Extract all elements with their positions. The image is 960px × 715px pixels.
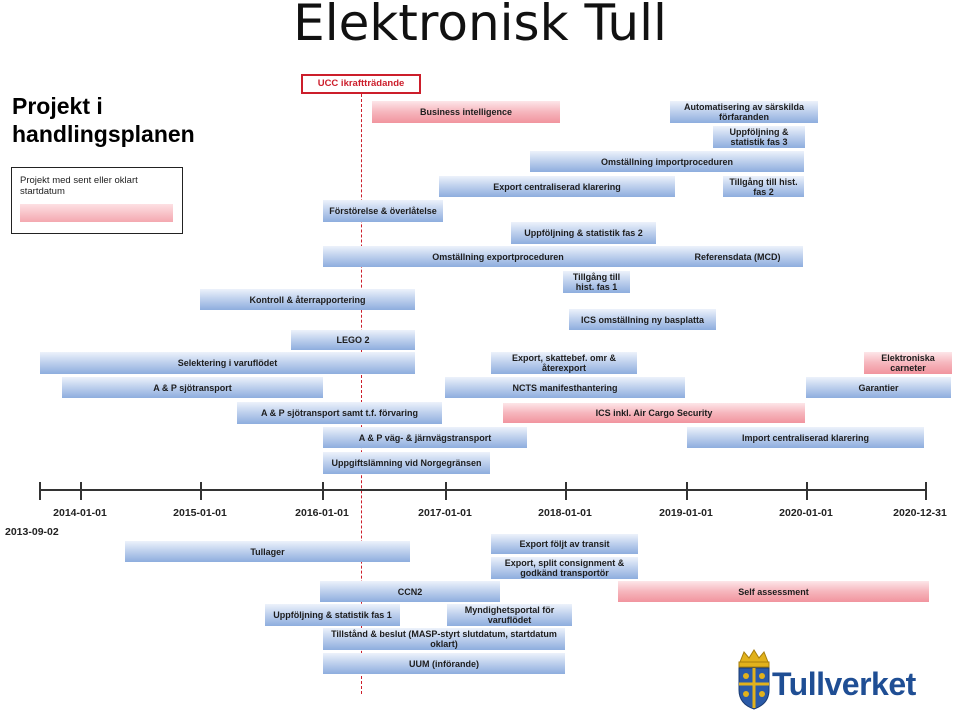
project-bar: Myndighetsportal för varuflödet: [447, 604, 572, 626]
project-bar: Tullager: [125, 541, 410, 562]
ucc-marker-label: UCC ikraftträdande: [301, 74, 421, 94]
timeline-tick: [806, 482, 808, 500]
timeline-tick-label: 2019-01-01: [659, 507, 713, 519]
project-bar: Omställning importproceduren: [530, 151, 804, 172]
project-bar: CCN2: [320, 581, 500, 602]
timeline-axis: [39, 489, 927, 491]
project-bar: Export, split consignment & godkänd tran…: [491, 557, 638, 579]
project-bar: Import centraliserad klarering: [687, 427, 924, 448]
legend-text: Projekt med sent eller oklart startdatum: [20, 175, 138, 197]
project-bar: Referensdata (MCD): [672, 246, 803, 267]
timeline-tick: [322, 482, 324, 500]
project-bar: ICS omställning ny basplatta: [569, 309, 716, 330]
project-bar: A & P väg- & järnvägstransport: [323, 427, 527, 448]
timeline-tick: [565, 482, 567, 500]
project-bar: Business intelligence: [372, 101, 560, 123]
timeline-tick-label: 2014-01-01: [53, 507, 107, 519]
timeline-tick-label: 2015-01-01: [173, 507, 227, 519]
project-bar: Förstörelse & överlåtelse: [323, 200, 443, 222]
project-bar: Export, skattebef. omr & återexport: [491, 352, 637, 374]
project-bar: Self assessment: [618, 581, 929, 602]
project-bar: Tillgång till hist. fas 1: [563, 271, 630, 293]
timeline-tick: [925, 482, 927, 500]
project-bar: Tillstånd & beslut (MASP-styrt slutdatum…: [323, 628, 565, 650]
crown-shield-icon: [738, 649, 770, 710]
project-bar: A & P sjötransport: [62, 377, 323, 398]
project-bar: Garantier: [806, 377, 951, 398]
section-heading: Projekt i handlingsplanen: [12, 93, 195, 147]
project-bar: LEGO 2: [291, 330, 415, 350]
project-bar: Kontroll & återrapportering: [200, 289, 415, 310]
ucc-dashed-line: [361, 94, 362, 694]
project-bar: A & P sjötransport samt t.f. förvaring: [237, 402, 442, 424]
timeline-start-label: 2013-09-02: [5, 526, 59, 538]
legend-box: Projekt med sent eller oklart startdatum: [11, 167, 183, 234]
timeline-tick: [686, 482, 688, 500]
project-bar: Tillgång till hist. fas 2: [723, 176, 804, 197]
project-bar: Elektroniska carneter: [864, 352, 952, 374]
timeline-tick-label: 2020-01-01: [779, 507, 833, 519]
project-bar: UUM (införande): [323, 653, 565, 674]
project-bar: ICS inkl. Air Cargo Security: [503, 403, 805, 423]
timeline-tick: [200, 482, 202, 500]
project-bar: NCTS manifesthantering: [445, 377, 685, 398]
timeline-tick-label: 2018-01-01: [538, 507, 592, 519]
slide-title: Elektronisk Tull: [293, 0, 667, 52]
project-bar: Export följt av transit: [491, 534, 638, 554]
timeline-tick: [39, 482, 41, 500]
timeline-tick: [80, 482, 82, 500]
project-bar: Automatisering av särskilda förfaranden: [670, 101, 818, 123]
project-bar: Omställning exportproceduren: [323, 246, 673, 267]
tullverket-logo: Tullverket: [734, 648, 944, 710]
timeline-tick-label: 2020-12-31: [893, 507, 947, 519]
timeline-tick-label: 2016-01-01: [295, 507, 349, 519]
project-bar: Uppföljning & statistik fas 3: [713, 126, 805, 148]
project-bar: Uppföljning & statistik fas 1: [265, 604, 400, 626]
project-bar: Uppgiftslämning vid Norgegränsen: [323, 452, 490, 474]
timeline-tick: [445, 482, 447, 500]
logo-text: Tullverket: [772, 666, 916, 702]
legend-swatch: [20, 204, 173, 222]
project-bar: Uppföljning & statistik fas 2: [511, 222, 656, 244]
project-bar: Export centraliserad klarering: [439, 176, 675, 197]
timeline-tick-label: 2017-01-01: [418, 507, 472, 519]
project-bar: Selektering i varuflödet: [40, 352, 415, 374]
